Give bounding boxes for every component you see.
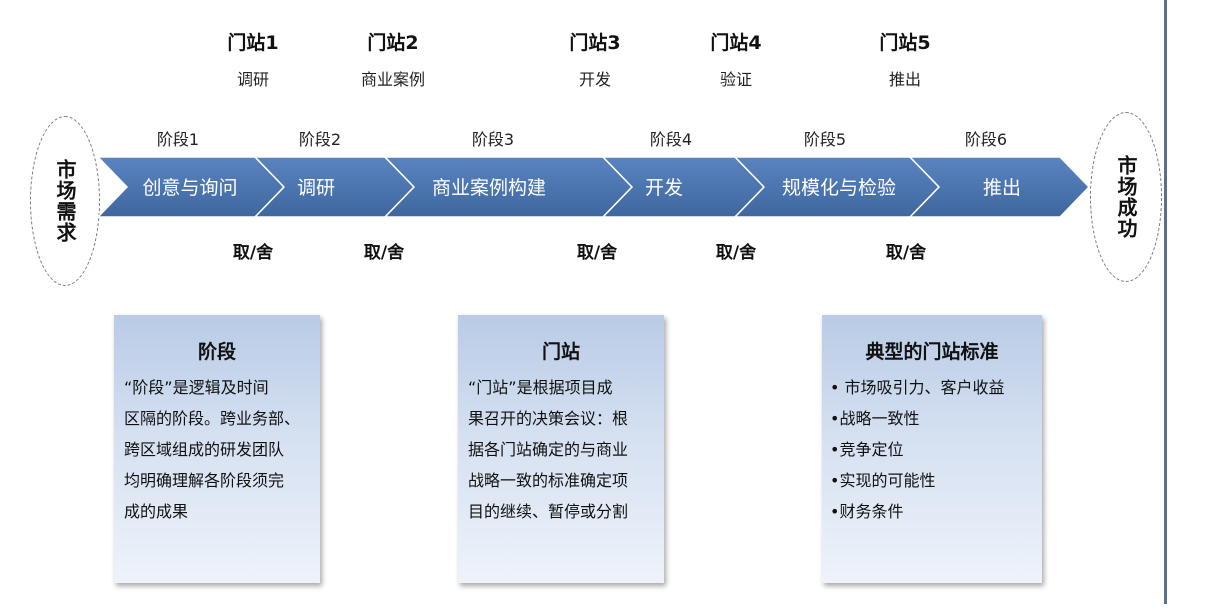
gate-box-body: “门站”是根据项目成 果召开的决策会议：根 据各门站确定的与商业 战略一致的标准… bbox=[458, 372, 664, 527]
stage-6-chevron bbox=[908, 156, 1091, 218]
gate-definition-box: 门站 “门站”是根据项目成 果召开的决策会议：根 据各门站确定的与商业 战略一致… bbox=[458, 315, 664, 583]
gate-2-title: 门站2 bbox=[367, 32, 419, 54]
stage-6-label: 阶段6 bbox=[964, 130, 1008, 149]
decision-label-1: 取/舍 bbox=[232, 243, 274, 263]
stage-2-label: 阶段2 bbox=[298, 130, 342, 149]
gate-2-sub: 商业案例 bbox=[360, 70, 425, 89]
stage-box-line: 区隔的阶段。跨业务部、 bbox=[124, 409, 301, 428]
gate-box-line: 据各门站确定的与商业 bbox=[468, 440, 629, 459]
stage-box-body: “阶段”是逻辑及时间 区隔的阶段。跨业务部、 跨区域组成的研发团队 均明确理解各… bbox=[114, 372, 320, 527]
criteria-item: •实现的可能性 bbox=[830, 471, 936, 490]
stage-3-name: 商业案例构建 bbox=[432, 177, 546, 199]
stage-box-line: 成的成果 bbox=[124, 502, 189, 521]
criteria-item: •战略一致性 bbox=[830, 409, 920, 428]
decision-label-2: 取/舍 bbox=[363, 243, 405, 263]
stage-4-name: 开发 bbox=[645, 177, 683, 199]
gate-5-sub: 推出 bbox=[888, 70, 921, 89]
market-demand-label: 市场需求 bbox=[53, 159, 77, 243]
gate-1-sub: 调研 bbox=[236, 70, 269, 89]
stage-box-line: 跨区域组成的研发团队 bbox=[124, 440, 285, 459]
gate-box-title: 门站 bbox=[541, 341, 580, 363]
stage-box-title: 阶段 bbox=[197, 341, 236, 363]
market-demand-oval bbox=[30, 116, 100, 286]
gate-criteria-box: 典型的门站标准 • 市场吸引力、客户收益 •战略一致性 •竞争定位 •实现的可能… bbox=[822, 315, 1042, 583]
criteria-item: •财务条件 bbox=[830, 502, 904, 521]
gate-4-title: 门站4 bbox=[710, 32, 762, 54]
gate-box-line: 目的继续、暂停或分割 bbox=[468, 502, 629, 521]
stage-6-name: 推出 bbox=[983, 177, 1021, 199]
stage-2-name: 调研 bbox=[297, 177, 335, 199]
gate-4-sub: 验证 bbox=[719, 70, 752, 89]
stage-4-label: 阶段4 bbox=[649, 130, 693, 149]
decision-label-5: 取/舍 bbox=[885, 243, 927, 263]
gate-3-title: 门站3 bbox=[569, 32, 621, 54]
gate-box-line: 战略一致的标准确定项 bbox=[468, 471, 629, 490]
market-success-oval bbox=[1090, 112, 1162, 282]
stage-definition-box: 阶段 “阶段”是逻辑及时间 区隔的阶段。跨业务部、 跨区域组成的研发团队 均明确… bbox=[114, 315, 320, 583]
gate-5-title: 门站5 bbox=[879, 32, 931, 54]
criteria-item: •竞争定位 bbox=[830, 440, 904, 459]
gate-1-title: 门站1 bbox=[227, 32, 279, 54]
gate-box-line: “门站”是根据项目成 bbox=[468, 378, 613, 397]
stage-1-label: 阶段1 bbox=[156, 130, 200, 149]
market-success-label: 市场成功 bbox=[1114, 155, 1138, 239]
stage-box-line: “阶段”是逻辑及时间 bbox=[124, 378, 269, 397]
gate-box-line: 果召开的决策会议：根 bbox=[468, 409, 629, 428]
right-divider bbox=[1164, 0, 1167, 604]
criteria-box-body: • 市场吸引力、客户收益 •战略一致性 •竞争定位 •实现的可能性 •财务条件 bbox=[822, 372, 1042, 527]
stage-1-name: 创意与询问 bbox=[142, 177, 237, 199]
criteria-box-title: 典型的门站标准 bbox=[865, 341, 999, 363]
stage-box-line: 均明确理解各阶段须完 bbox=[124, 471, 285, 490]
decision-label-3: 取/舍 bbox=[576, 243, 618, 263]
stage-3-label: 阶段3 bbox=[471, 130, 515, 149]
stage-5-label: 阶段5 bbox=[803, 130, 847, 149]
stage-5-name: 规模化与检验 bbox=[782, 177, 896, 199]
gate-3-sub: 开发 bbox=[578, 70, 611, 89]
decision-label-4: 取/舍 bbox=[715, 243, 757, 263]
criteria-item: • 市场吸引力、客户收益 bbox=[830, 378, 1005, 397]
